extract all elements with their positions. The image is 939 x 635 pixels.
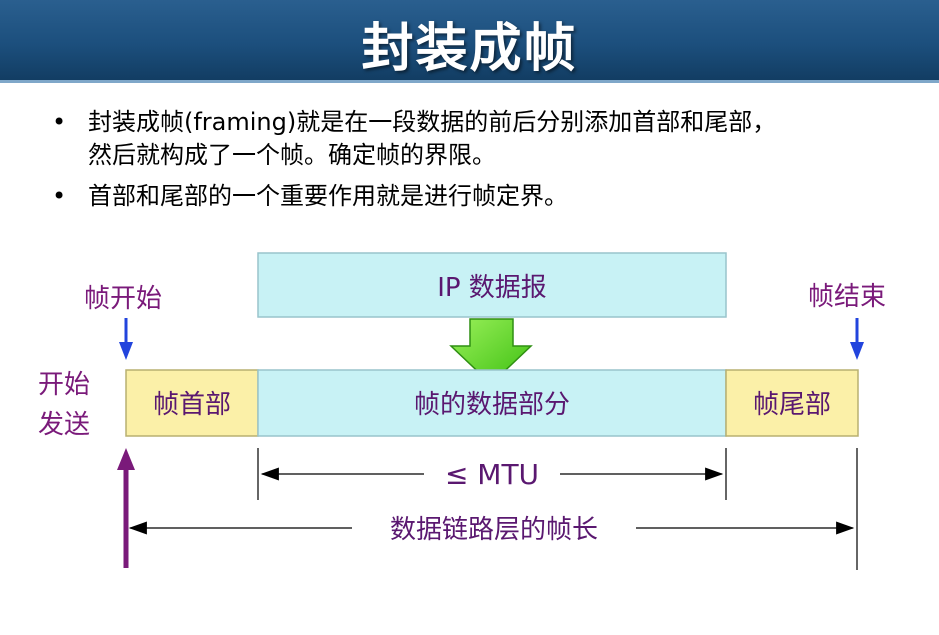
frame-length-text: 数据链路层的帧长 <box>390 515 598 545</box>
bullet-line: 然后就构成了一个帧。确定帧的界限。 <box>88 141 496 169</box>
title-bar: 封装成帧 <box>0 0 939 83</box>
frame-data-text: 帧的数据部分 <box>414 390 570 420</box>
bullet-dot-icon: • <box>52 182 67 210</box>
frame-trailer-box <box>725 369 859 437</box>
slide-title: 封装成帧 <box>361 19 578 79</box>
frame-start-arrow-icon <box>119 318 133 360</box>
ip-datagram-text: IP 数据报 <box>437 273 547 303</box>
bullet-line: 封装成帧(framing)就是在一段数据的前后分别添加首部和尾部， <box>88 108 777 136</box>
start-send-arrow-icon <box>117 448 135 568</box>
ip-datagram-box <box>257 252 727 318</box>
frame-end-arrow-icon <box>850 318 864 360</box>
start-send-label-line1: 开始 <box>38 370 91 400</box>
mtu-text: ≤ MTU <box>445 458 539 491</box>
start-send-label-line2: 发送 <box>38 410 91 440</box>
bullet-list: • 封装成帧(framing)就是在一段数据的前后分别添加首部和尾部， 然后就构… <box>38 106 918 221</box>
bullet-line: 首部和尾部的一个重要作用就是进行帧定界。 <box>88 182 568 210</box>
bullet-item: • 首部和尾部的一个重要作用就是进行帧定界。 <box>38 180 918 213</box>
frame-data-box <box>257 369 727 437</box>
bullet-dot-icon: • <box>52 108 67 136</box>
frame-trailer-text: 帧尾部 <box>753 390 831 420</box>
bullet-item: • 封装成帧(framing)就是在一段数据的前后分别添加首部和尾部， 然后就构… <box>38 106 918 172</box>
frame-start-label: 帧开始 <box>84 284 163 314</box>
encapsulate-arrow-icon <box>449 318 533 386</box>
frame-end-label: 帧结束 <box>808 282 887 312</box>
frame-header-box <box>125 369 259 437</box>
frame-header-text: 帧首部 <box>153 390 231 420</box>
